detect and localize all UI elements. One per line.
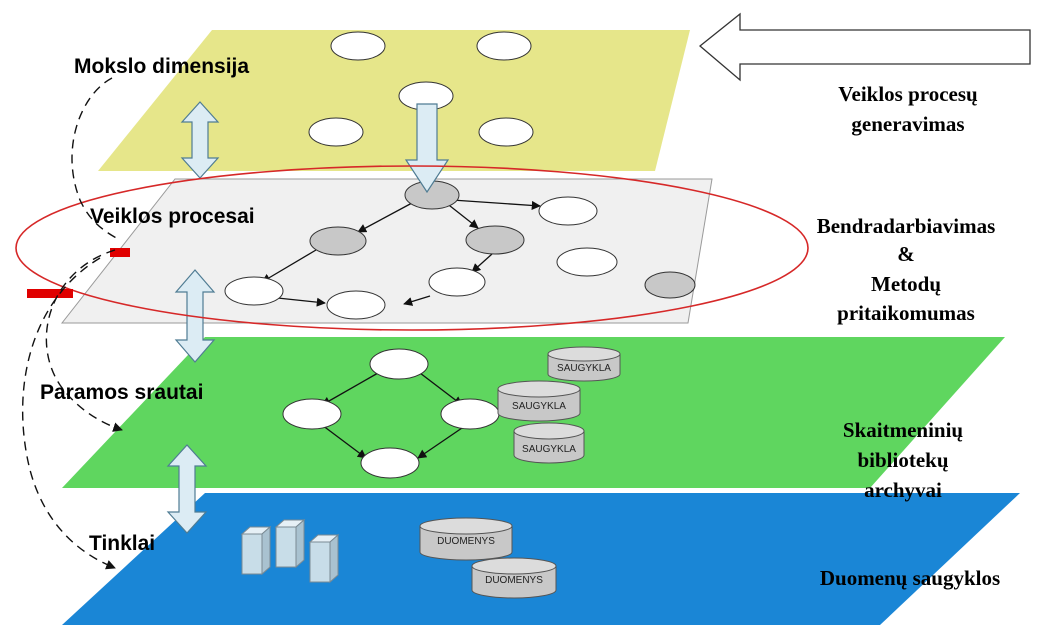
data-cylinder-label: DUOMENYS bbox=[437, 536, 495, 547]
support-flow-arrows bbox=[321, 372, 463, 459]
collaboration-ellipse bbox=[15, 165, 809, 331]
dashed-connectors bbox=[21, 77, 123, 570]
side-label-line: bibliotekų bbox=[857, 448, 948, 472]
support-node bbox=[440, 398, 500, 430]
data-cylinder-label: DUOMENYS bbox=[485, 575, 543, 586]
process-node-white bbox=[326, 290, 386, 320]
science-node bbox=[308, 117, 364, 147]
side-label-collaboration: Bendradarbiavimas & Metodų pritaikomumas bbox=[817, 214, 996, 325]
processes-layer-plane bbox=[60, 178, 713, 324]
science-node bbox=[330, 31, 386, 61]
process-node-white bbox=[428, 267, 486, 297]
networks-layer-label: Tinklai bbox=[89, 532, 155, 555]
support-node bbox=[282, 398, 342, 430]
storage-cylinder-2: SAUGYKLA bbox=[497, 380, 581, 422]
science-node bbox=[478, 117, 534, 147]
double-arrow-icon bbox=[166, 444, 208, 534]
science-layer-label: Mokslo dimensija bbox=[74, 55, 249, 78]
server-cube-3 bbox=[308, 533, 340, 584]
process-node-grey bbox=[309, 226, 367, 256]
data-cylinder-1: DUOMENYS bbox=[419, 517, 513, 561]
processes-layer-label: Veiklos procesai bbox=[90, 205, 255, 228]
process-flow-arrows bbox=[261, 199, 541, 307]
side-label-line: Duomenų saugyklos bbox=[820, 566, 1000, 590]
support-node bbox=[369, 348, 429, 380]
side-label-line: Skaitmeninių bbox=[843, 418, 964, 442]
server-cube-2 bbox=[274, 518, 306, 569]
side-label-line: generavimas bbox=[851, 112, 964, 136]
side-label-line: archyvai bbox=[864, 478, 942, 502]
storage-cylinder-label: SAUGYKLA bbox=[522, 444, 576, 455]
server-cube-1 bbox=[240, 525, 272, 576]
storage-cylinder-3: SAUGYKLA bbox=[513, 422, 585, 464]
storage-cylinder-label: SAUGYKLA bbox=[557, 363, 611, 374]
data-cylinder-2: DUOMENYS bbox=[471, 557, 557, 599]
process-node-grey bbox=[465, 225, 525, 255]
process-node-white bbox=[556, 247, 618, 277]
process-node-white bbox=[224, 276, 284, 306]
side-label-line: Veiklos procesų bbox=[838, 82, 978, 106]
left-arrow-icon bbox=[698, 12, 1031, 82]
side-label-line: pritaikomumas bbox=[837, 301, 975, 325]
science-node bbox=[476, 31, 532, 61]
side-label-generation: Veiklos procesų generavimas bbox=[838, 82, 978, 136]
storage-cylinder-1: SAUGYKLA bbox=[547, 346, 621, 382]
red-bar bbox=[27, 289, 73, 298]
side-label-line: Metodų bbox=[871, 272, 941, 296]
side-label-digital-archives: Skaitmeninių bibliotekų archyvai bbox=[843, 418, 964, 502]
side-label-data-storage: Duomenų saugyklos bbox=[820, 566, 1000, 590]
science-layer-plane bbox=[98, 30, 690, 171]
side-label-line: Bendradarbiavimas bbox=[817, 214, 996, 238]
down-arrow-icon bbox=[404, 103, 450, 194]
process-node-white bbox=[538, 196, 598, 226]
support-node bbox=[360, 447, 420, 479]
side-label-line: & bbox=[897, 242, 915, 266]
storage-cylinder-label: SAUGYKLA bbox=[512, 401, 566, 412]
red-bar bbox=[110, 248, 130, 257]
support-layer-label: Paramos srautai bbox=[40, 381, 203, 404]
process-node-grey bbox=[644, 271, 696, 299]
